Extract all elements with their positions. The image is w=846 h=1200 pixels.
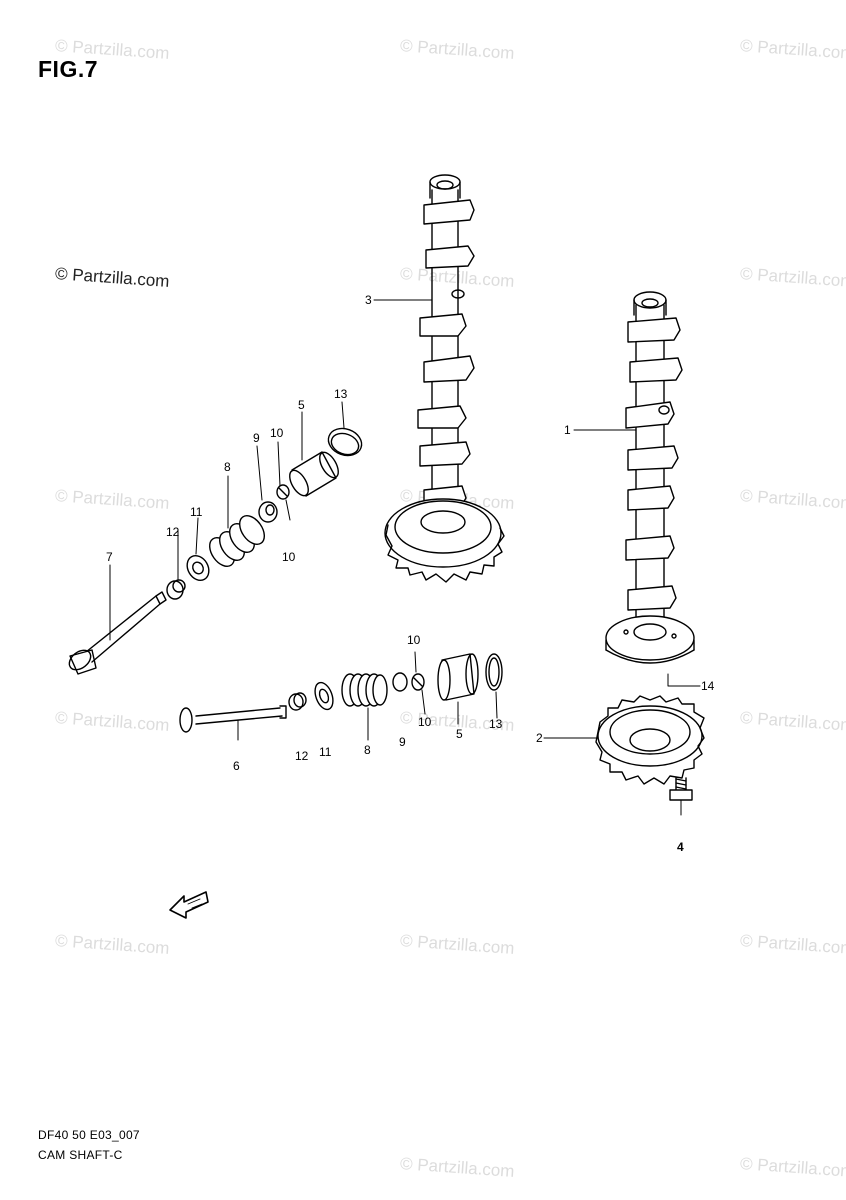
- callout-6: 6: [233, 759, 240, 773]
- callout-2: 3: [365, 293, 372, 307]
- tappet-lower: [437, 653, 479, 701]
- callout-11-upper: 11: [190, 505, 203, 519]
- spring-retainer-lower: [392, 672, 408, 692]
- callout-12-lower: 12: [295, 749, 309, 763]
- valve-keeper-upper: [276, 484, 290, 500]
- valve-upper: [68, 591, 167, 675]
- callout-10-b: 10: [282, 550, 296, 564]
- cam-sprocket: [595, 695, 705, 785]
- callout-9-lower: 9: [399, 735, 406, 749]
- callout-8-upper: 8: [224, 460, 231, 474]
- shim-upper: [327, 427, 363, 457]
- callout-13-upper: 13: [334, 387, 348, 401]
- callout-3: 2: [536, 731, 543, 745]
- valve-spring-seat-upper: [186, 554, 210, 582]
- callout-10-c: 10: [407, 633, 421, 647]
- callout-9-upper: 9: [253, 431, 260, 445]
- callout-7: 7: [106, 550, 113, 564]
- callout-5-lower: 5: [456, 727, 463, 741]
- callout-14: 14: [701, 679, 715, 693]
- callout-12-upper: 12: [166, 525, 180, 539]
- valve-spring-lower: [341, 673, 388, 707]
- callout-10-a: 10: [270, 426, 284, 440]
- camshaft-right: [605, 291, 695, 664]
- spring-retainer-upper: [258, 501, 278, 523]
- valve-keeper-lower: [411, 673, 425, 691]
- callout-1: 1: [564, 423, 571, 437]
- callout-5-upper: 5: [298, 398, 305, 412]
- callout-11-lower: 11: [319, 745, 332, 759]
- footer-code: DF40 50 E03_007: [38, 1128, 140, 1142]
- fwd-arrow-icon: [169, 891, 209, 919]
- valve-cotter-upper: [166, 579, 186, 600]
- callout-13-lower: 13: [489, 717, 503, 731]
- figure-title: FIG.7: [38, 56, 99, 82]
- valve-lower: [179, 705, 287, 733]
- tappet-upper: [289, 451, 339, 497]
- camshaft-left: [384, 174, 505, 583]
- callout-8-lower: 8: [364, 743, 371, 757]
- valve-spring-upper: [208, 514, 266, 568]
- callout-10-d: 10: [418, 715, 432, 729]
- sprocket-bolt: [669, 777, 693, 801]
- leader-lines: [109, 299, 701, 816]
- shim-lower: [485, 653, 503, 691]
- valve-cotter-lower: [288, 692, 307, 711]
- callouts: 1 3 2 4 5 5 6 7 8 8 9 9 10 10 10 10 11 1…: [106, 293, 715, 854]
- footer-title: CAM SHAFT-C: [38, 1148, 123, 1162]
- callout-4: 4: [677, 840, 684, 854]
- valve-spring-seat-lower: [314, 681, 334, 711]
